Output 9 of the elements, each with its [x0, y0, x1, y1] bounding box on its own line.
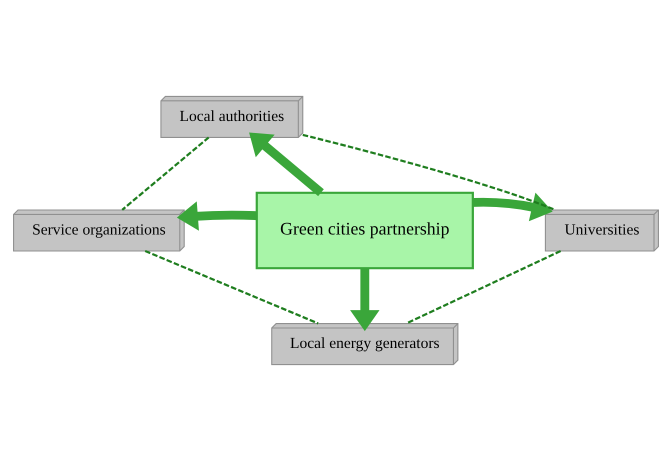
node-box: Green cities partnership	[256, 192, 474, 270]
arrow	[473, 192, 553, 222]
arrow	[350, 268, 380, 332]
arrow	[249, 132, 324, 196]
arrow	[176, 201, 257, 231]
connector	[144, 250, 319, 324]
connector	[302, 134, 556, 211]
connector	[122, 136, 210, 211]
connector	[406, 250, 562, 324]
